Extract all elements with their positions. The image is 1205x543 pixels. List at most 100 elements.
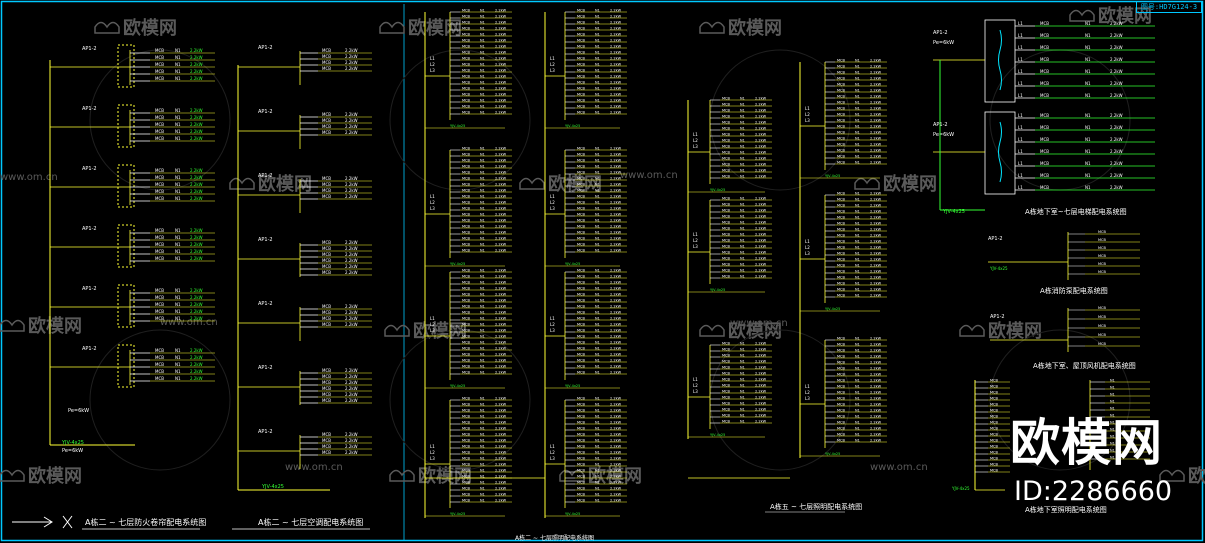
circuit-no: N1 [595, 15, 600, 19]
brand-watermark-title: 欧模网 [1010, 414, 1163, 472]
circuit-no: N1 [595, 9, 600, 13]
load-label: 2.2kW [870, 337, 882, 341]
circuit-no: N1 [740, 175, 745, 179]
breaker-type: MCB [722, 420, 730, 424]
load-label: 2.2kW [755, 378, 767, 382]
panel-title-basement: A栋地下室照明配电系统图 [1025, 505, 1107, 514]
load-label: 2.2kW [1110, 185, 1123, 190]
circuit-no: N1 [480, 305, 485, 309]
phase-l3: L3 [805, 118, 810, 123]
load-label: 2.2kW [495, 165, 507, 169]
circuit-no: N1 [595, 293, 600, 297]
phase-l1: L1 [805, 239, 810, 244]
breaker-type: MCB [722, 396, 730, 400]
load-label: 2.2kW [190, 62, 203, 67]
load-label: 2.2kW [870, 343, 882, 347]
breaker-type: MCB [577, 57, 585, 61]
breaker-type: MCB [462, 403, 470, 407]
load-label: 2.2kW [495, 323, 507, 327]
load-label: 2.2kW [755, 408, 767, 412]
load-label: 2.2kW [495, 9, 507, 13]
circuit-no: N1 [480, 243, 485, 247]
panel-id: AP1-2 [258, 301, 273, 307]
panel-id: AP1-2 [933, 30, 948, 36]
breaker-type: MCB [1098, 238, 1106, 242]
load-label: 2.2kW [870, 349, 882, 353]
load-label: 2.2kW [495, 45, 507, 49]
watermark-logo: 欧模网 [229, 173, 312, 195]
load-label: 2.2kW [610, 87, 622, 91]
load-label: 2.2kW [190, 309, 203, 314]
breaker-type: MCB [462, 299, 470, 303]
breaker-type: MCB [462, 195, 470, 199]
circuit-no: N1 [480, 177, 485, 181]
breaker-type: MCB [837, 222, 845, 226]
circuit-no: N1 [855, 143, 860, 147]
breaker-type: MCB [322, 118, 331, 123]
watermark-layer: 欧模网欧模网欧模网欧模网欧模网欧模网欧模网欧模网欧模网欧模网欧模网欧模网欧模网欧… [0, 5, 1205, 487]
breaker-type: MCB [990, 409, 998, 413]
breaker-type: MCB [837, 373, 845, 377]
breaker-type: MCB [837, 83, 845, 87]
circuit-no: N1 [480, 237, 485, 241]
circuit-no: N1 [175, 129, 181, 134]
circuit-no: N1 [595, 39, 600, 43]
load-label: 2.2kW [755, 115, 767, 119]
breaker-type: MCB [577, 201, 585, 205]
basement-panel: YJV-4x25MCBMCBMCBMCBMCBMCBMCBMCBMCBMCBMC… [951, 379, 1150, 491]
watermark-logo: 欧模网 [1069, 5, 1152, 27]
circuit-no: N1 [595, 45, 600, 49]
load-label: 2.2kW [610, 15, 622, 19]
load-label: 2.2kW [610, 243, 622, 247]
sofa-icon [0, 319, 25, 332]
load-label: 2.2kW [755, 169, 767, 173]
circuit-no: N1 [1085, 161, 1091, 166]
circuit-no: N1 [1110, 386, 1115, 390]
load-label: 2.2kW [1110, 33, 1123, 38]
breaker-type: MCB [577, 33, 585, 37]
circuit-no: N1 [595, 21, 600, 25]
circuit-no: N1 [855, 65, 860, 69]
breaker-type: MCB [462, 27, 470, 31]
circuit-no: N1 [480, 87, 485, 91]
circuit-no: N1 [595, 329, 600, 333]
circuit-no: N1 [595, 305, 600, 309]
phase-l3: L3 [693, 144, 698, 149]
panel-id: AP1-2 [258, 365, 273, 371]
breaker-type: MCB [577, 475, 585, 479]
breaker-type: MCB [577, 159, 585, 163]
load-label: 2.2kW [610, 305, 622, 309]
load-label: 2.2kW [755, 390, 767, 394]
load-label: 2.2kW [345, 322, 358, 327]
breaker-type: MCB [990, 391, 998, 395]
board-feed: YJV-4x25 [710, 433, 725, 437]
breaker-type: MCB [1040, 185, 1049, 190]
circuit-no: N1 [855, 421, 860, 425]
title-fire-curtain: A栋二 ~ 七层防火卷帘配电系统图 [85, 517, 206, 527]
circuit-no: N1 [1110, 400, 1115, 404]
load-label: 2.2kW [870, 95, 882, 99]
load-label: 2.2kW [755, 384, 767, 388]
breaker-type: MCB [837, 216, 845, 220]
breaker-type: MCB [837, 258, 845, 262]
load-label: 2.2kW [1110, 173, 1123, 178]
breaker-type: MCB [837, 415, 845, 419]
breaker-type: MCB [322, 252, 331, 257]
breaker-type: MCB [1040, 81, 1049, 86]
load-label: 2.2kW [345, 304, 358, 309]
sofa-icon [229, 177, 255, 190]
breaker-type: MCB [155, 136, 164, 141]
breaker-type: MCB [722, 175, 730, 179]
load-label: 2.2kW [870, 397, 882, 401]
breaker-type: MCB [837, 403, 845, 407]
breaker-type: MCB [577, 457, 585, 461]
load-label: 2.2kW [495, 33, 507, 37]
load-label: 2.2kW [755, 263, 767, 267]
load-label: 2.2kW [610, 105, 622, 109]
load-label: 2.2kW [610, 469, 622, 473]
breaker-type: MCB [462, 57, 470, 61]
